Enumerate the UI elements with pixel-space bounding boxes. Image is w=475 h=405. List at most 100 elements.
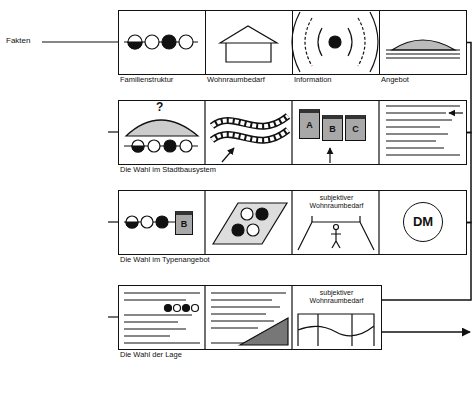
family-circle [183,305,190,312]
entry-stub [108,131,118,132]
offer-line [386,53,460,54]
info-dot [329,36,341,48]
box-label: DM [404,215,442,229]
family-circle [241,208,253,220]
caption: Familienstruktur [120,76,173,84]
caption: Die Wahl im Typenangebot [120,256,210,264]
panel-divider [291,190,292,255]
person-figure [334,225,339,230]
caption: Information [294,76,332,84]
panel-divider [378,100,379,165]
family-circle [192,305,199,312]
question-mark: ? [156,101,163,114]
need-panel: subjektiver Wohnraumbedarf [293,191,380,253]
panel-divider [204,100,205,165]
family-circle-half [128,42,142,49]
fact-panel: Familienstruktur [118,10,206,75]
step-strip: Die Wahl im StadtbausystemABC [118,100,467,165]
family-circle [180,140,192,152]
stair-line [124,321,178,322]
family-circle [165,305,172,312]
chain-band [212,116,288,126]
info-wave [305,18,312,66]
chain-band [212,130,288,140]
room-sketch [311,216,312,222]
info-wave [370,12,378,72]
input-line [42,41,118,42]
stair-line [386,119,452,120]
entry-stub [108,221,118,222]
offer-line [386,57,460,58]
fact-panel: Wohnraumbedarf [205,10,293,75]
chain-band [212,116,288,126]
stair-line [124,314,192,315]
box-label: A [300,121,319,131]
house-roof [220,26,277,43]
info-wave [348,28,352,56]
stair-line [386,147,444,148]
family-circle-half [132,146,144,152]
panel-divider [204,285,205,350]
panel-divider [204,190,205,255]
type-box: B [322,115,343,141]
caption: Die Wahl im Stadtbausystem [120,166,216,174]
fact-panel: Information [292,10,380,75]
step-strip: Die Wahl im TypenangebotBsubjektiver Woh… [118,190,467,255]
flow-line [467,43,471,133]
info-wave [292,12,300,72]
stair-line [211,320,274,321]
output-arrow [381,331,470,333]
box-label: B [176,220,192,230]
family-circle [156,216,168,228]
caption: Angebot [381,76,409,84]
family-circle [145,35,159,49]
family-circle [179,35,193,49]
panel-divider [291,285,292,350]
stair-line [386,112,446,113]
panel-divider [378,190,379,255]
family-circle [132,140,144,152]
family-circle [232,224,244,236]
type-box: A [299,109,320,139]
box-label: subjektiver Wohnraumbedarf [293,286,380,304]
fact-panel: Angebot [379,10,467,75]
plot-parallelogram [213,203,287,244]
entry-stub [108,316,118,317]
stair-line [124,299,186,300]
choice-hill [126,120,198,136]
caption: Wohnraumbedarf [207,76,265,84]
type-box: B [175,211,193,235]
room-sketch [298,314,374,346]
stair-line [211,299,272,300]
room-sketch [298,222,374,250]
family-circle [164,140,176,152]
pointer-arrow [329,148,330,163]
need-panel: subjektiver Wohnraumbedarf [293,286,380,348]
family-circle [256,208,268,220]
family-circle [162,35,176,49]
stair-line [386,126,440,127]
step-strip: Die Wahl der Lagesubjektiver Wohnraumbed… [118,285,382,350]
box-label: subjektiver Wohnraumbedarf [293,191,380,209]
box-label: B [323,125,342,135]
offer-line [386,49,460,50]
family-circle [174,305,181,312]
stair-line [211,306,280,307]
stair-line [211,292,286,293]
money-circle: DM [403,202,443,242]
chain-band [212,130,288,140]
stair-line [386,133,448,134]
info-wave [358,18,365,66]
type-box: C [345,115,366,141]
stair-line [124,342,200,343]
offer-hill [392,40,455,50]
info-wave [318,28,322,56]
family-circle [141,216,153,228]
side-label: Fakten [6,37,30,46]
box-label: C [346,125,365,135]
family-circle [247,224,259,236]
stair-line [386,154,460,155]
pointer-arrow [222,148,234,162]
